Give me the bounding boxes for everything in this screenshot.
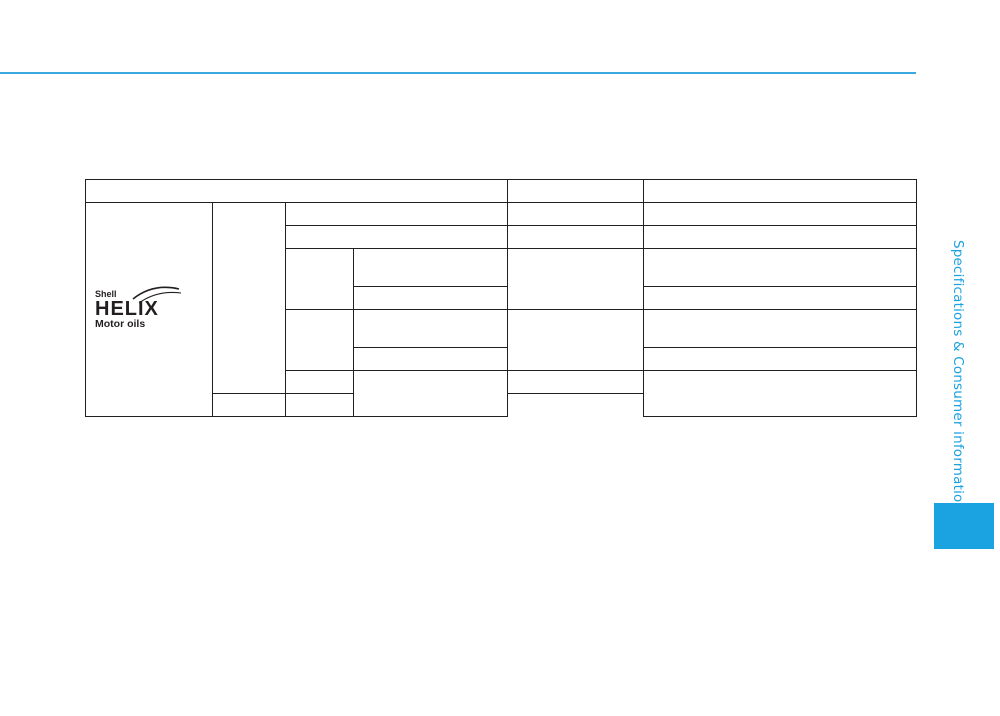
table-cell: [507, 370, 644, 394]
logo-brand-large: HELIX: [95, 298, 159, 320]
table-row: [86, 309, 917, 371]
table-cell: [643, 309, 917, 348]
table-cell: [212, 393, 286, 417]
table-cell: [643, 248, 917, 287]
table-row: Shell HELIX Motor oils: [85, 202, 917, 417]
logo-subtitle: Motor oils: [95, 318, 145, 330]
brand-logo-cell: Shell HELIX Motor oils: [85, 202, 213, 417]
table-cell: [285, 370, 354, 394]
table-cell: [507, 202, 644, 226]
table-cell: [353, 309, 508, 348]
table-cell: [285, 202, 508, 226]
header-cell: [643, 179, 917, 203]
table-cell: [643, 370, 917, 417]
table-cell: [353, 248, 508, 287]
table-cell: [507, 309, 644, 371]
table-cell: [285, 225, 508, 249]
table-row: [86, 286, 917, 310]
table-cell: [507, 248, 644, 310]
table-cell: [643, 202, 917, 226]
header-cell: [85, 179, 508, 203]
section-label: Specifications & Consumer information: [950, 240, 966, 512]
table-cell: [285, 393, 354, 417]
table-cell: [643, 347, 917, 371]
lubricant-table: Shell HELIX Motor oils: [85, 179, 917, 417]
table-cell: [643, 286, 917, 310]
table-cell: [285, 309, 354, 371]
table-row: [86, 393, 917, 417]
table-cell: [353, 286, 508, 310]
table-header-row: [85, 179, 917, 203]
table-cell: [285, 248, 354, 310]
table-row: [86, 370, 917, 417]
logo-brand-small: Shell: [95, 289, 117, 299]
table-cell: [353, 370, 508, 417]
table-cell: [353, 347, 508, 371]
table-cell: [212, 202, 286, 394]
header-cell: [507, 179, 644, 203]
table-row: [86, 225, 917, 249]
section-tab[interactable]: [934, 503, 994, 549]
table-cell: [643, 225, 917, 249]
header-rule: [0, 72, 916, 74]
table-row: [86, 347, 917, 371]
shell-helix-logo: Shell HELIX Motor oils: [95, 286, 182, 330]
table-cell: [507, 225, 644, 249]
